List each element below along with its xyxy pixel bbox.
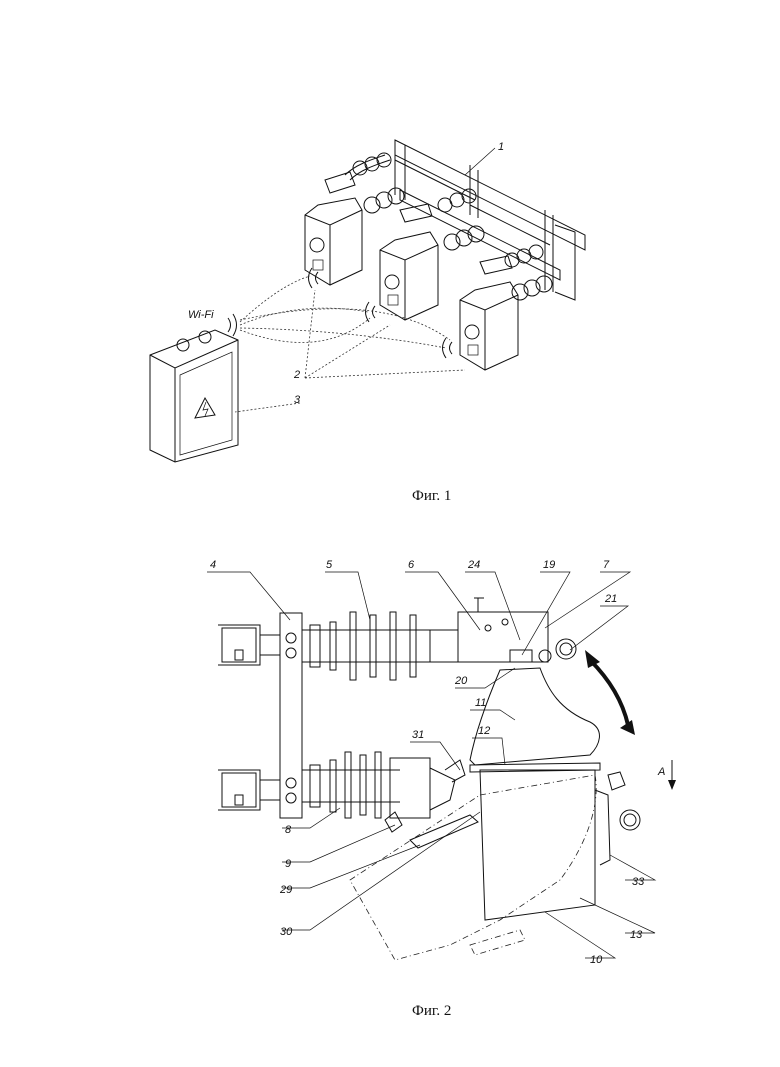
upper-insulator: [302, 612, 458, 680]
hinge-plate: [470, 763, 600, 772]
fuse-unit-3: [460, 256, 518, 370]
wifi-label: Wi-Fi: [188, 309, 214, 321]
wifi-signal-icon: [228, 268, 452, 358]
callout-4: 4: [210, 559, 216, 571]
callout-2: 2: [293, 369, 300, 381]
callout-11: 11: [475, 697, 486, 709]
fuse-carrier-lower: [480, 770, 640, 920]
callout-21: 21: [604, 593, 617, 605]
fuse-link: [410, 815, 478, 848]
callout-6: 6: [408, 559, 415, 571]
callout-30: 30: [280, 926, 293, 938]
callout-20: 20: [454, 675, 468, 687]
view-direction-arrow-icon: [668, 760, 676, 790]
callout-7: 7: [603, 559, 610, 571]
callout-33: 33: [632, 876, 645, 888]
rotation-arrow-icon: [585, 650, 635, 735]
leaders-fig1: [235, 148, 495, 412]
callout-9: 9: [285, 858, 291, 870]
upper-contact-block: [458, 598, 576, 662]
figure-2-caption: Фиг. 2: [412, 1003, 451, 1019]
callout-12: 12: [478, 725, 490, 737]
figure-2: 4 5 6 24 19 7 21 20 11 12 31 8 9 29 30 1…: [207, 559, 676, 1019]
callout-8: 8: [285, 824, 292, 836]
view-label-a: A: [657, 766, 665, 778]
lower-insulator: [302, 752, 465, 832]
callout-31: 31: [412, 729, 424, 741]
wireless-links: [240, 276, 450, 348]
insulators: [345, 153, 552, 300]
callout-5: 5: [326, 559, 333, 571]
fuse-carrier-upper: [470, 668, 599, 765]
callout-3: 3: [294, 394, 301, 406]
figure-1: 1 2 3 Wi-Fi Фиг. 1: [150, 140, 585, 504]
fuse-unit-2: [380, 204, 438, 320]
callout-13: 13: [630, 929, 643, 941]
callout-19: 19: [543, 559, 555, 571]
figure-1-caption: Фиг. 1: [412, 488, 451, 504]
callout-24: 24: [467, 559, 480, 571]
fuse-unit-1: [305, 172, 362, 285]
callout-1: 1: [498, 141, 504, 153]
control-cabinet: [150, 330, 238, 462]
support-frame: [395, 140, 585, 300]
mounting-bracket: [218, 613, 302, 818]
open-position-outline: [350, 775, 596, 960]
callout-10: 10: [590, 954, 603, 966]
callout-29: 29: [279, 884, 292, 896]
